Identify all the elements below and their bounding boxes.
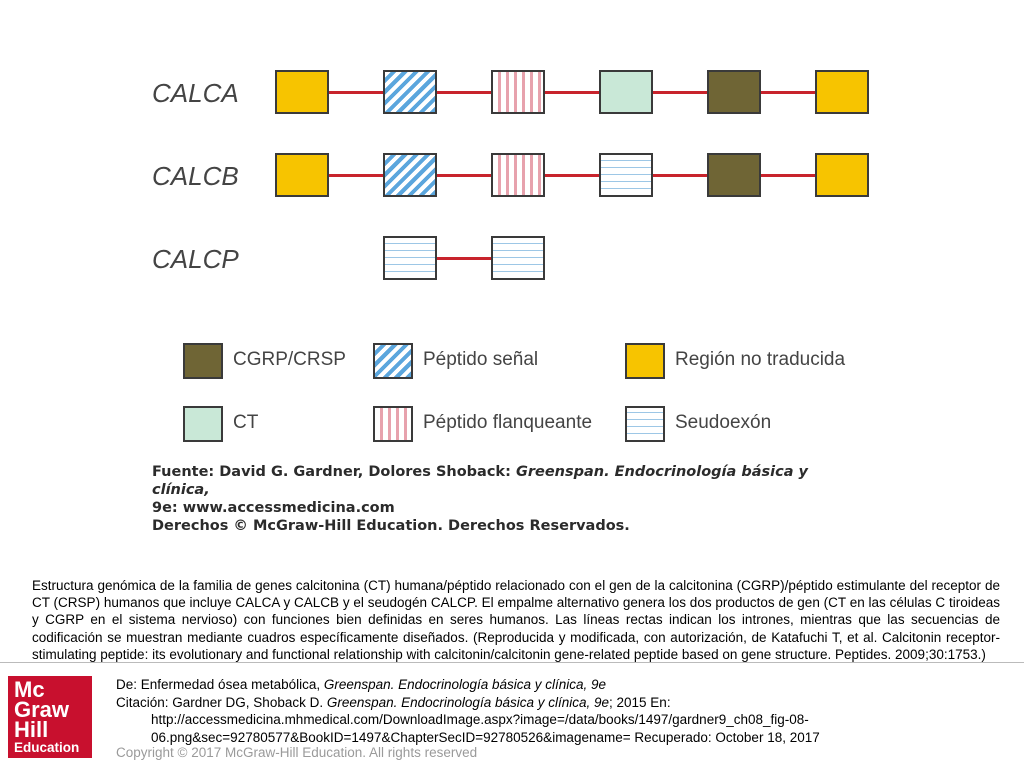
legend-swatch-ct xyxy=(183,406,223,442)
mcgraw-hill-logo: Mc Graw Hill Education xyxy=(8,676,92,758)
legend-swatch-region-no-traducida xyxy=(625,343,665,379)
gene-structure-figure: CALCA CALCB CALCP CGRP/CRSP Péptido señal Re… xyxy=(140,40,870,534)
exon-cgrp-crsp xyxy=(707,70,761,114)
source-line-3: Derechos © McGraw-Hill Education. Derech… xyxy=(152,518,630,534)
intron-line xyxy=(410,257,518,260)
citation-block: De: Enfermedad ósea metabólica, Greenspa… xyxy=(116,676,876,746)
exon-peptido-flanqueante xyxy=(491,153,545,197)
exon-cgrp-crsp xyxy=(707,153,761,197)
legend-label-peptido-flanqueante: Péptido flanqueante xyxy=(423,412,593,433)
intron-line xyxy=(302,91,842,94)
exon-ct xyxy=(599,70,653,114)
gene-label-calcp: CALCP xyxy=(152,244,239,274)
exon-peptido-flanqueante xyxy=(491,70,545,114)
citation-text: Citación: Gardner DG, Shoback D. Greensp… xyxy=(116,694,671,710)
citation-url-1[interactable]: http://accessmedicina.mhmedical.com/Down… xyxy=(151,712,809,727)
legend-label-seudoexon: Seudoexón xyxy=(675,412,772,433)
legend-swatch-seudoexon xyxy=(625,406,665,442)
source-line-2: 9e: www.accessmedicina.com xyxy=(152,500,395,516)
legend-label-ct: CT xyxy=(233,412,259,433)
exon-region-no-traducida xyxy=(275,153,329,197)
exon-region-no-traducida xyxy=(275,70,329,114)
legend-swatch-cgrp-crsp xyxy=(183,343,223,379)
legend-swatch-peptido-senal xyxy=(373,343,413,379)
legend-label-peptido-senal: Péptido señal xyxy=(423,349,539,370)
legend-label-region-no-traducida: Región no traducida xyxy=(675,349,846,370)
footer-divider xyxy=(0,662,1024,663)
gene-label-calca: CALCA xyxy=(152,78,239,108)
figure-source: Fuente: David G. Gardner, Dolores Shobac… xyxy=(152,463,870,535)
exon-region-no-traducida xyxy=(815,70,869,114)
legend-label-cgrp-crsp: CGRP/CRSP xyxy=(233,349,346,370)
exon-seudoexon xyxy=(599,153,653,197)
exon-seudoexon xyxy=(383,236,437,280)
exon-peptido-senal xyxy=(383,70,437,114)
exon-region-no-traducida xyxy=(815,153,869,197)
intron-line xyxy=(302,174,842,177)
legend-swatch-peptido-flanqueante xyxy=(373,406,413,442)
source-line-1: Fuente: David G. Gardner, Dolores Shobac… xyxy=(152,464,808,498)
citation-de: De: Enfermedad ósea metabólica, Greenspa… xyxy=(116,677,607,692)
figure-caption: Estructura genómica de la familia de gen… xyxy=(32,578,1000,662)
gene-label-calcb: CALCB xyxy=(152,161,239,191)
exon-seudoexon xyxy=(491,236,545,280)
copyright-notice: Copyright © 2017 McGraw-Hill Education. … xyxy=(116,745,478,760)
exon-peptido-senal xyxy=(383,153,437,197)
citation-url-2[interactable]: 06.png&sec=92780577&BookID=1497&ChapterS… xyxy=(151,729,820,745)
